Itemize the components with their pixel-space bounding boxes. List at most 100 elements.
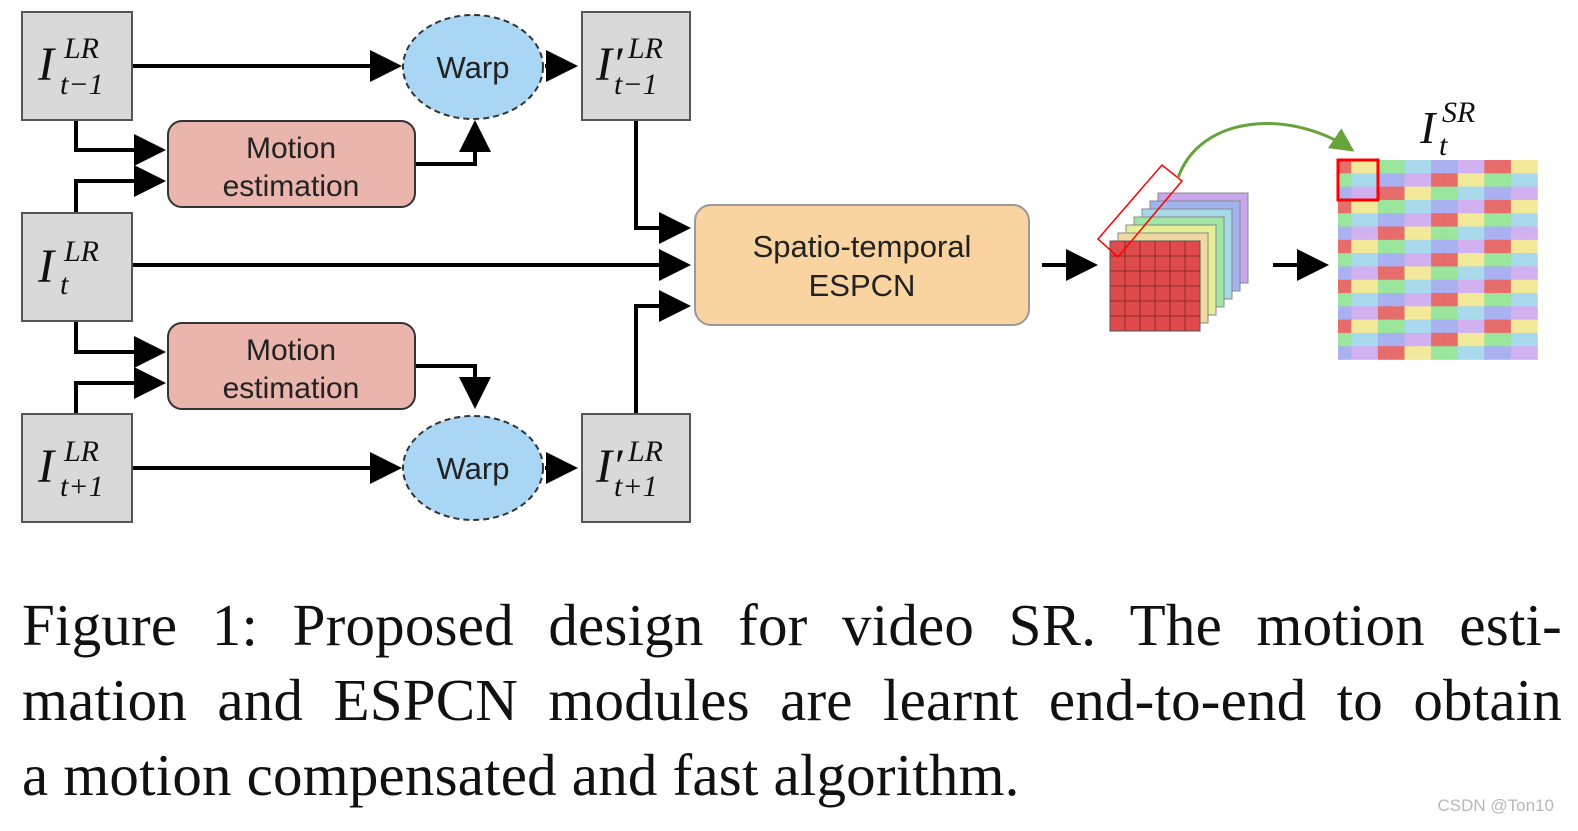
arrow-motion-top-to-warp	[416, 120, 491, 166]
output-pixel	[1524, 253, 1538, 267]
output-pixel	[1338, 266, 1352, 280]
motion-estimation-bottom: Motion estimation	[167, 322, 416, 410]
output-pixel	[1364, 199, 1379, 214]
svg-text:Warp: Warp	[437, 451, 510, 486]
output-pixel	[1338, 346, 1352, 360]
output-pixel	[1364, 226, 1379, 241]
output-pixel	[1524, 186, 1538, 201]
svg-text:I′: I′	[595, 38, 624, 91]
output-pixel	[1417, 253, 1432, 267]
output-pixel	[1484, 346, 1498, 360]
caption-line-1: Figure 1: Proposed design for video SR. …	[22, 592, 1562, 658]
output-pixel	[1391, 213, 1405, 227]
output-pixel	[1471, 332, 1485, 347]
output-pixel	[1524, 293, 1538, 307]
output-pixel	[1404, 160, 1419, 174]
output-pixel	[1391, 306, 1405, 320]
output-pixel	[1404, 266, 1419, 280]
output-pixel	[1377, 173, 1392, 187]
arrow-prev-to-motion-top	[74, 120, 166, 166]
output-pixel	[1497, 293, 1512, 307]
output-pixel	[1404, 239, 1419, 254]
output-pixel	[1524, 199, 1538, 214]
output-pixel	[1431, 226, 1445, 241]
feature-map-stack	[1096, 163, 1249, 332]
output-pixel	[1404, 173, 1419, 187]
output-pixel	[1377, 213, 1392, 227]
output-pixel	[1457, 186, 1472, 201]
output-sr-image	[1338, 160, 1538, 360]
output-pixel	[1338, 213, 1352, 227]
output-pixel	[1471, 186, 1485, 201]
output-pixel	[1364, 306, 1379, 320]
output-pixel	[1510, 160, 1525, 174]
output-pixel	[1510, 293, 1525, 307]
output-pixel	[1431, 186, 1445, 201]
output-pixel	[1497, 346, 1512, 360]
output-pixel	[1471, 239, 1485, 254]
output-pixel	[1524, 346, 1538, 360]
output-pixel	[1510, 239, 1525, 254]
output-pixel	[1457, 319, 1472, 334]
output-pixel	[1431, 319, 1445, 334]
output-pixel	[1484, 319, 1498, 334]
output-pixel	[1417, 306, 1432, 320]
output-pixel	[1524, 160, 1538, 174]
output-pixel	[1444, 346, 1458, 360]
output-pixel	[1391, 346, 1405, 360]
output-pixel	[1524, 319, 1538, 334]
output-pixel	[1417, 226, 1432, 241]
svg-text:Spatio-temporal: Spatio-temporal	[753, 229, 972, 264]
output-pixel	[1431, 279, 1445, 294]
output-pixel	[1431, 266, 1445, 280]
svg-text:I: I	[1419, 102, 1438, 153]
output-pixel	[1431, 346, 1445, 360]
svg-text:t+1: t+1	[614, 470, 658, 503]
output-pixel	[1431, 306, 1445, 320]
output-pixel	[1497, 266, 1512, 280]
output-pixel	[1377, 160, 1392, 174]
output-pixel	[1444, 186, 1458, 201]
svg-text:t−1: t−1	[614, 68, 658, 101]
output-pixel	[1497, 306, 1512, 320]
output-pixel	[1404, 279, 1419, 294]
output-pixel	[1431, 173, 1445, 187]
output-pixel	[1457, 253, 1472, 267]
output-pixel	[1364, 332, 1379, 347]
output-pixel	[1524, 226, 1538, 241]
feature-highlight-box	[1096, 163, 1184, 259]
output-pixel	[1351, 186, 1365, 201]
output-pixel	[1364, 346, 1379, 360]
output-pixel	[1391, 279, 1405, 294]
output-pixel	[1364, 279, 1379, 294]
output-pixel	[1377, 186, 1392, 201]
output-pixel	[1377, 253, 1392, 267]
output-pixel	[1391, 319, 1405, 334]
output-pixel	[1431, 253, 1445, 267]
output-pixel	[1471, 346, 1485, 360]
output-pixel	[1510, 346, 1525, 360]
output-pixel	[1377, 239, 1392, 254]
output-pixel	[1391, 186, 1405, 201]
output-pixel	[1457, 213, 1472, 227]
output-pixel	[1417, 293, 1432, 307]
svg-text:t: t	[1439, 129, 1448, 162]
svg-text:LR: LR	[627, 435, 663, 468]
output-pixel	[1391, 332, 1405, 347]
output-pixel	[1417, 199, 1432, 214]
output-pixel	[1431, 332, 1445, 347]
caption-line-3: a motion compensated and fast algorithm.	[22, 742, 1020, 808]
input-frame-next: I LR t+1	[21, 413, 133, 523]
output-pixel	[1377, 346, 1392, 360]
output-pixel	[1444, 266, 1458, 280]
caption-line-2: mation and ESPCN modules are learnt end-…	[22, 667, 1562, 733]
output-pixel	[1377, 306, 1392, 320]
output-pixel	[1510, 306, 1525, 320]
output-pixel	[1510, 332, 1525, 347]
output-pixel	[1524, 173, 1538, 187]
output-label: I SR t	[1419, 96, 1475, 162]
output-pixel	[1524, 332, 1538, 347]
output-pixel	[1457, 306, 1472, 320]
output-pixel	[1484, 293, 1498, 307]
output-pixel	[1510, 173, 1525, 187]
